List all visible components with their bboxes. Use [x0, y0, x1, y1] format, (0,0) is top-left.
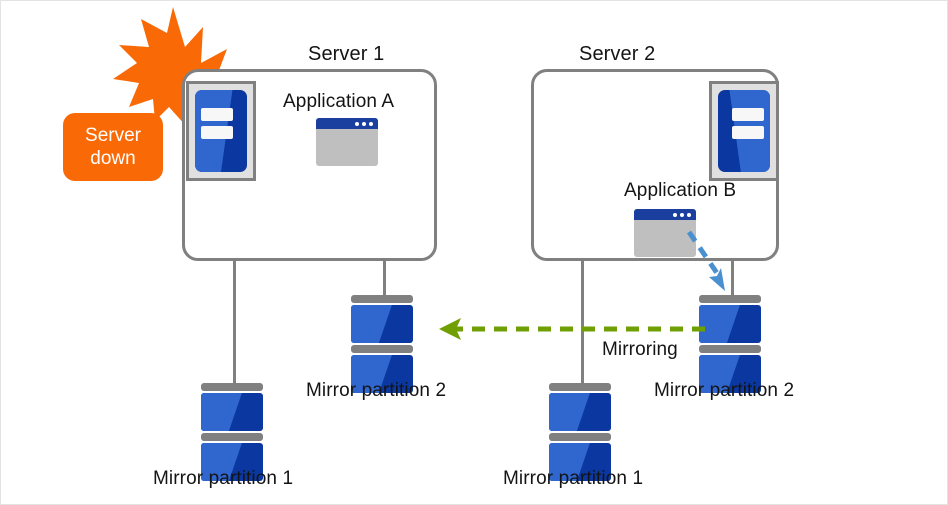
server2-right-connector — [731, 261, 734, 297]
disk-slab-upper — [699, 305, 761, 343]
server1-machine-body — [195, 90, 247, 172]
server1-machine-bar-2 — [201, 126, 234, 140]
server2-machine-bar-1 — [731, 108, 764, 122]
server1-app-window-dots — [355, 121, 373, 126]
disk-slab-upper — [201, 393, 263, 431]
disk-slab-upper — [549, 393, 611, 431]
write-arrow-icon — [686, 230, 725, 291]
server1-machine-icon — [186, 81, 256, 181]
disk-slab-lower — [549, 443, 611, 481]
server1-app-titlebar — [316, 118, 378, 129]
server1-title: Server 1 — [308, 43, 385, 65]
server2-machine-icon — [709, 81, 779, 181]
disk-cap — [549, 433, 611, 441]
disk-slab-upper — [351, 305, 413, 343]
server2-mirror-partition-1-disk — [549, 383, 611, 483]
server2-title: Server 2 — [579, 43, 656, 65]
disk-cap — [699, 345, 761, 353]
server2-machine-body — [718, 90, 770, 172]
server2-app-titlebar — [634, 209, 696, 220]
callout-line-1: Server — [85, 124, 141, 146]
disk-slab-lower — [201, 443, 263, 481]
server2-app-window-dots — [673, 212, 691, 217]
mirroring-arrow-icon — [439, 318, 705, 340]
disk-cap — [351, 345, 413, 353]
disk-cap — [201, 383, 263, 391]
disk-slab-lower — [351, 355, 413, 393]
server1-app-label: Application A — [283, 91, 395, 112]
disk-cap — [351, 295, 413, 303]
disk-cap — [549, 383, 611, 391]
server1-app-window-icon — [316, 118, 378, 166]
server2-machine-bar-2 — [731, 126, 764, 140]
server1-mirror-partition-1-disk — [201, 383, 263, 483]
server1-mirror-partition-2-label: Mirror partition 2 — [306, 380, 447, 401]
callout-line-2: down — [90, 148, 136, 169]
server1-left-connector — [233, 261, 236, 386]
disk-slab-lower — [699, 355, 761, 393]
server1-machine-bar-1 — [201, 108, 234, 122]
server-down-callout: Server down — [63, 113, 163, 181]
mirroring-label: Mirroring — [602, 339, 678, 360]
server2-mirror-partition-1-label: Mirror partition 1 — [503, 468, 644, 489]
server2-mirror-partition-2-disk — [699, 295, 761, 395]
server2-app-label: Application B — [624, 180, 737, 201]
server1-mirror-partition-1-label: Mirror partition 1 — [153, 468, 294, 489]
server2-mirror-partition-2-label: Mirror partition 2 — [654, 380, 795, 401]
server1-right-connector — [383, 261, 386, 297]
server1-mirror-partition-2-disk — [351, 295, 413, 395]
disk-cap — [201, 433, 263, 441]
server2-app-window-icon — [634, 209, 696, 257]
server2-left-connector — [581, 261, 584, 386]
disk-cap — [699, 295, 761, 303]
